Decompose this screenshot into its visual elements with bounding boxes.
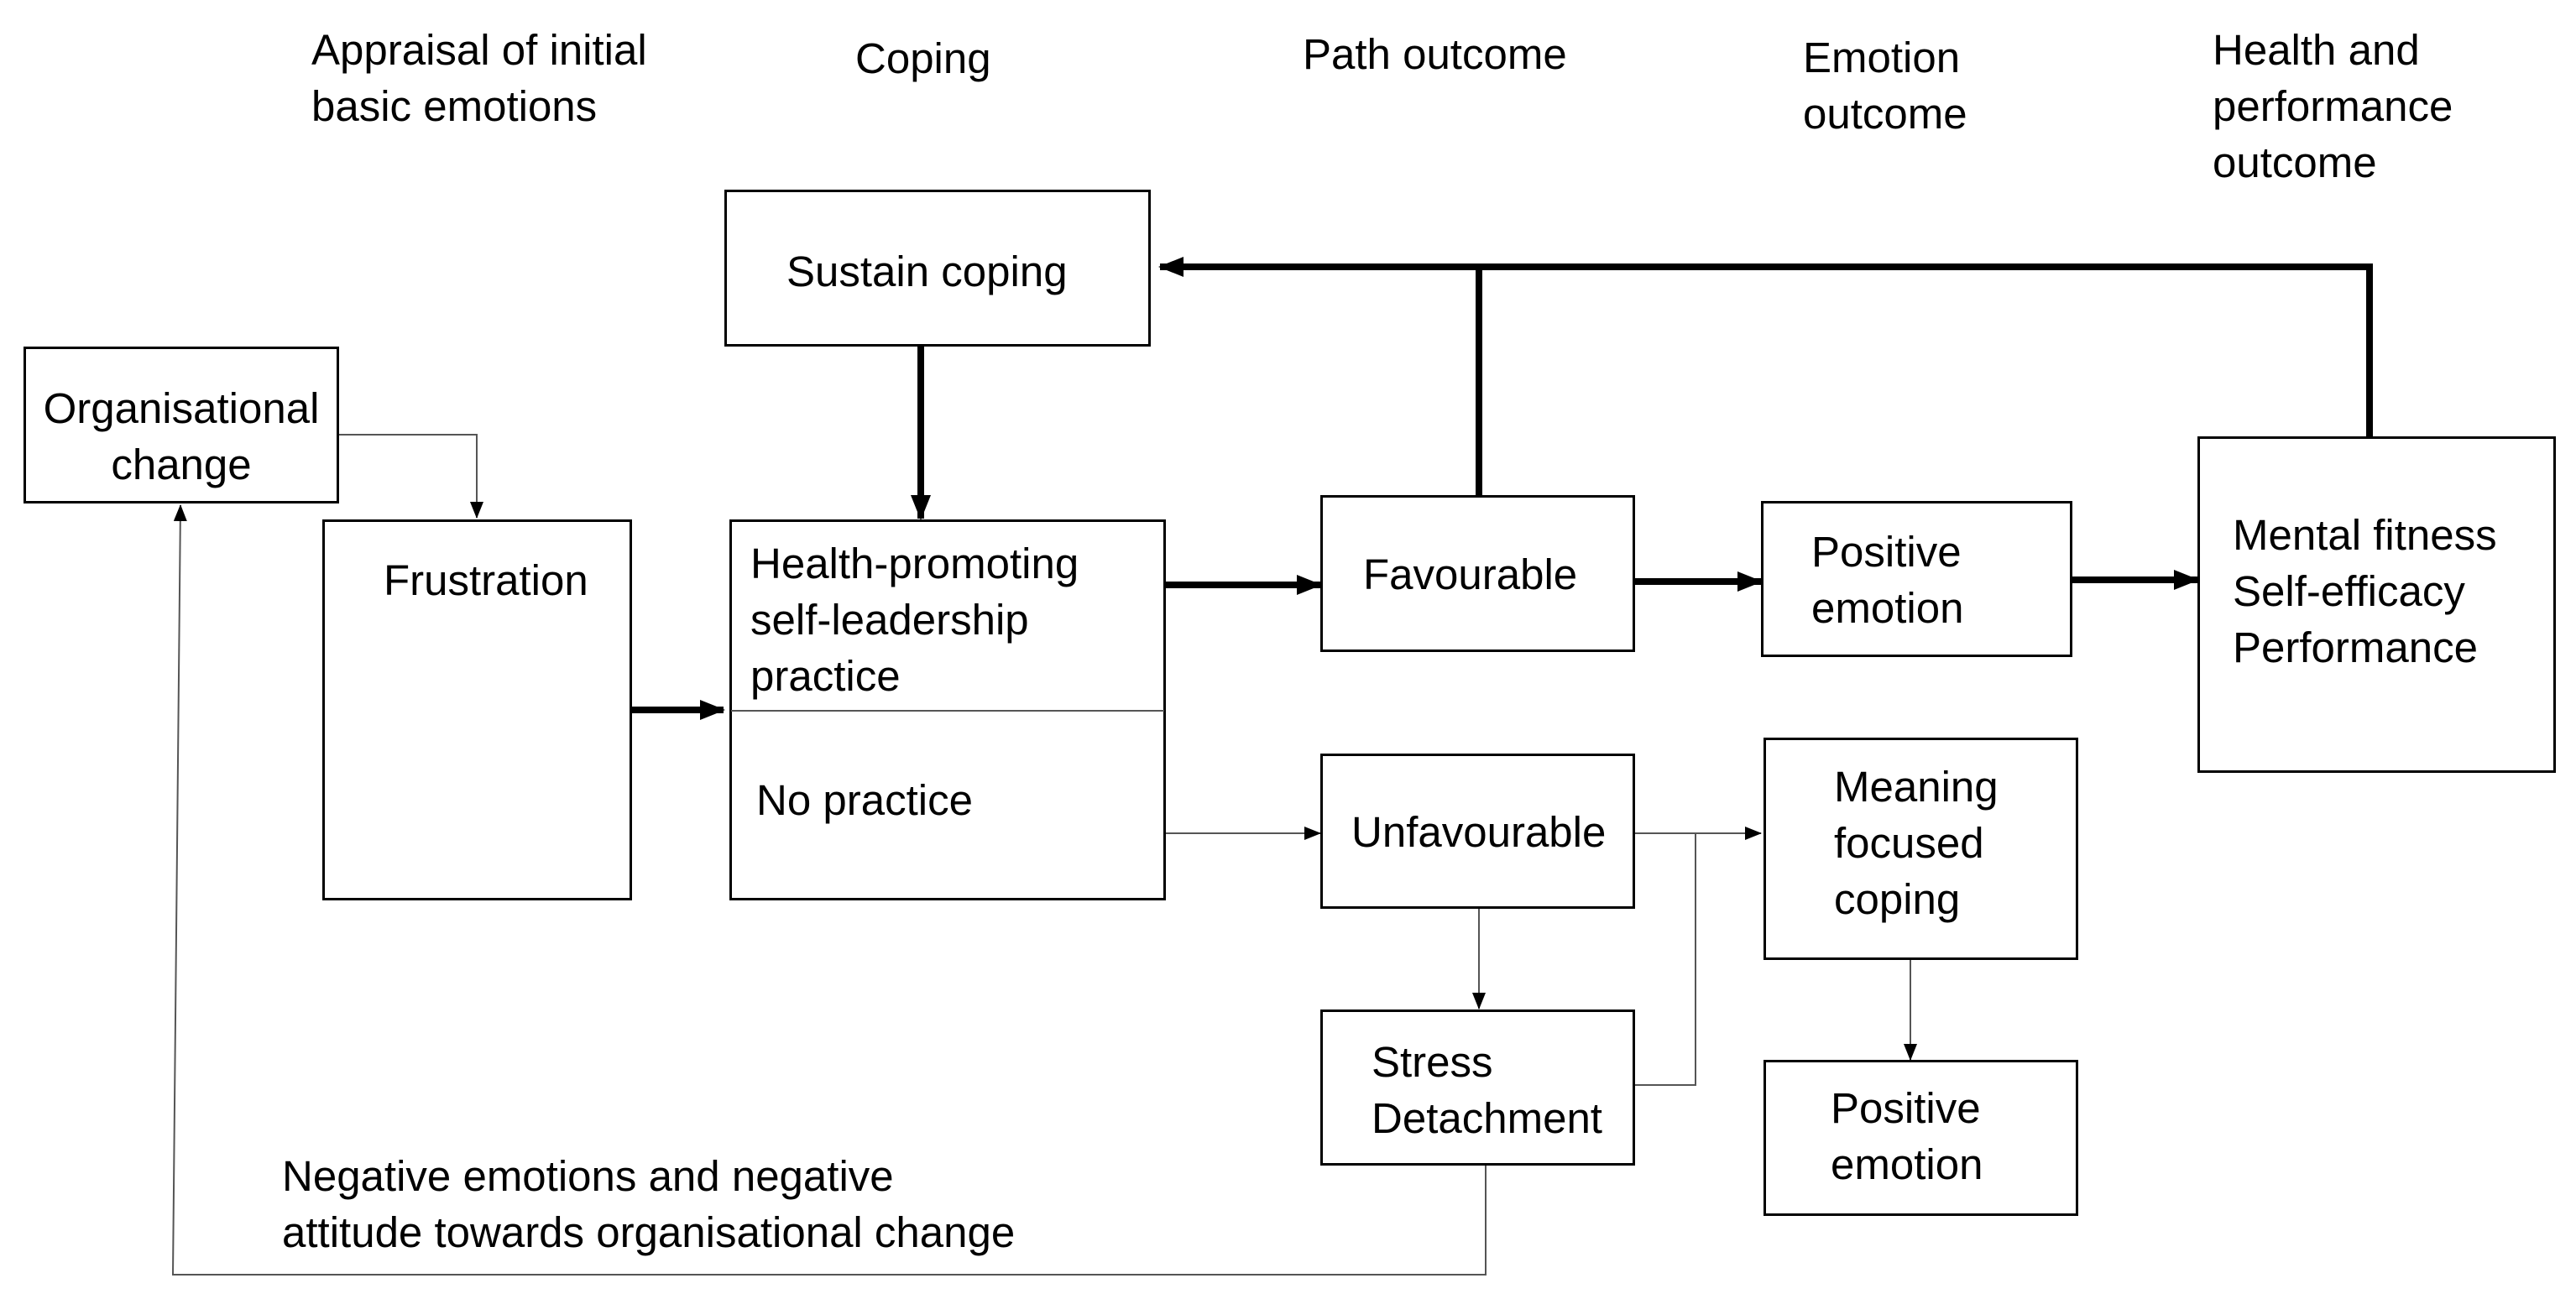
header-appraisal: Appraisal of initial basic emotions xyxy=(311,26,647,130)
label-mental-fitness: Mental fitness Self-efficacy Performance xyxy=(2233,511,2497,671)
box-sustain-coping xyxy=(724,190,1151,347)
box-meaning-focused-coping xyxy=(1763,738,2078,960)
feedback-arrow-negative-to-org-change xyxy=(171,504,1487,1276)
header-coping: Coping xyxy=(855,34,991,82)
feedback-arrow-to-sustain-coping xyxy=(1158,257,2373,436)
label-stress-detachment: Stress Detachment xyxy=(1372,1038,1602,1142)
header-path-outcome: Path outcome xyxy=(1303,30,1567,78)
label-organisational-change: Organisational change xyxy=(43,384,320,488)
coping-practice-divider xyxy=(731,710,1164,712)
arrow-org-change-to-frustration xyxy=(338,434,483,519)
label-sustain-coping: Sustain coping xyxy=(786,248,1068,295)
box-mental-fitness xyxy=(2197,436,2556,773)
box-favourable xyxy=(1320,495,1635,652)
connector-stress-detachment-to-meaning-coping xyxy=(1634,833,1696,1086)
header-emotion-outcome: Emotion outcome xyxy=(1803,34,1967,138)
label-favourable: Favourable xyxy=(1363,550,1578,598)
label-positive-emotion-bottom: Positive emotion xyxy=(1831,1084,1983,1188)
header-health-outcome: Health and performance outcome xyxy=(2213,26,2453,186)
label-unfavourable: Unfavourable xyxy=(1351,808,1607,856)
label-frustration: Frustration xyxy=(384,556,588,604)
box-organisational-change xyxy=(24,347,339,503)
label-negative-feedback: Negative emotions and negative attitude … xyxy=(282,1152,1016,1256)
box-frustration xyxy=(322,519,632,900)
label-positive-emotion-top: Positive emotion xyxy=(1811,528,1964,632)
box-positive-emotion-bottom xyxy=(1763,1060,2078,1216)
label-no-practice: No practice xyxy=(756,776,973,824)
box-unfavourable xyxy=(1320,754,1635,909)
box-stress-detachment xyxy=(1320,1009,1635,1166)
box-positive-emotion-top xyxy=(1761,501,2072,657)
label-meaning-focused-coping: Meaning focused coping xyxy=(1834,763,1999,923)
label-health-promoting: Health-promoting self-leadership practic… xyxy=(750,540,1079,700)
